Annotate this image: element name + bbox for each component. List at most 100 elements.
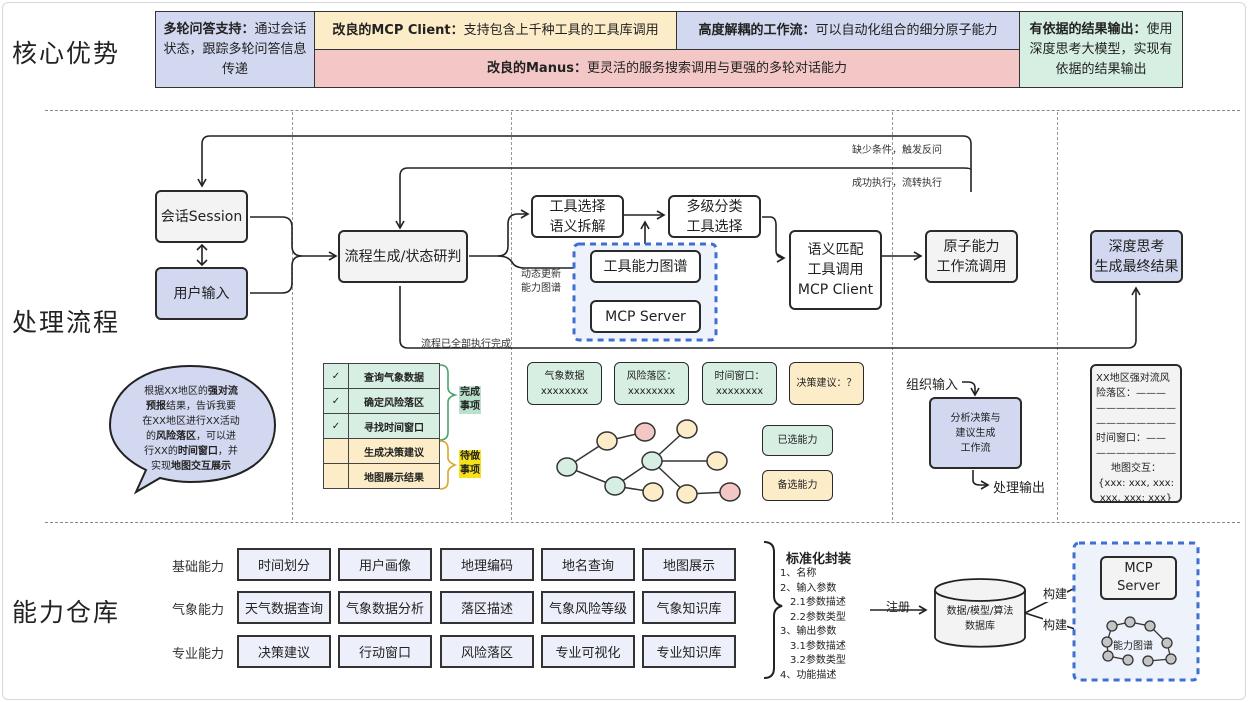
todo-label: 寻找时间窗口 [348, 413, 440, 439]
result-line: xxx, xxx: xxx} [1099, 493, 1173, 504]
organize-input-label: 组织输入 [906, 378, 959, 393]
mini-graph-node [1106, 620, 1118, 632]
capability-item[interactable]: 时间划分 [237, 548, 331, 581]
capability-item[interactable]: 决策建议 [237, 635, 331, 668]
check-icon: ✓ [323, 388, 349, 414]
capability-item[interactable]: 专业知识库 [642, 635, 736, 668]
lane-divider [1057, 112, 1058, 520]
advantage-workflow: 高度解耦的工作流：可以自动化组合的细分原子能力 [676, 11, 1020, 50]
standard-item: 3、输出参数 [780, 626, 837, 637]
database-label: 数据/模型/算法数据库 [946, 606, 1014, 632]
check-icon [323, 438, 349, 464]
tool-select-box[interactable]: 工具选择语义拆解 [531, 195, 624, 238]
lane-divider [511, 112, 512, 520]
result-line: ———————— [1096, 448, 1176, 459]
legend-candidate: 备选能力 [762, 470, 833, 501]
result-line: ———————— [1096, 418, 1176, 429]
advantage-manus: 改良的Manus：更灵活的服务搜索调用与更强的多轮对话能力 [314, 49, 1020, 88]
capability-item[interactable]: 气象知识库 [642, 591, 736, 624]
edge-organize-input [962, 381, 980, 397]
capability-node [642, 482, 664, 502]
capability-node [634, 422, 656, 442]
state-card: 决策建议：？ [789, 362, 864, 405]
state-card: 时间窗口：xxxxxxxx [702, 362, 777, 405]
capability-item[interactable]: 地理编码 [440, 548, 534, 581]
state-card: 风险落区：xxxxxxxx [614, 362, 689, 405]
mini-graph-node [1124, 616, 1136, 628]
capability-item[interactable]: 专业可视化 [541, 635, 635, 668]
capability-item[interactable]: 用户画像 [338, 548, 432, 581]
todo-label: 生成决策建议 [348, 438, 440, 464]
bubble-line: 预报结果，告诉我要 [146, 401, 236, 412]
edge-label-done: 流程已全部执行完成 [421, 339, 511, 350]
decision-workflow-box[interactable]: 分析决策与建议生成工作流 [929, 397, 1022, 469]
process-generation-box[interactable]: 流程生成/状态研判 [338, 230, 468, 283]
capability-node [556, 457, 578, 477]
check-icon: ✓ [323, 363, 349, 389]
standard-item: 2.2参数类型 [780, 611, 846, 623]
result-line: {xxx: xxx, xxx: [1098, 478, 1174, 489]
todo-table: ✓查询气象数据✓确定风险落区✓寻找时间窗口生成决策建议地图展示结果 [323, 363, 440, 489]
todo-row: ✓确定风险落区 [323, 388, 440, 414]
mini-graph-node [1161, 637, 1173, 649]
mini-graph-node [1165, 653, 1177, 665]
speech-bubble [108, 364, 277, 495]
deep-thinking-box[interactable]: 深度思考生成最终结果 [1090, 230, 1183, 283]
edge-session-process [250, 216, 338, 261]
capability-item[interactable]: 气象数据分析 [338, 591, 432, 624]
edge-label-missing: 缺少条件，触发反问 [852, 145, 942, 156]
standard-item: 4、功能描述 [780, 669, 837, 681]
mini-graph-node [1102, 650, 1114, 662]
result-card: XX地区强对流风险落区：———————————————————时间窗口：————… [1090, 364, 1182, 504]
standard-item: 2.1参数描述 [780, 597, 846, 608]
todo-row: ✓查询气象数据 [323, 363, 440, 389]
standard-title: 标准化封装 [786, 552, 852, 567]
pending-brace [439, 440, 458, 490]
standard-item: 1、名称 [780, 568, 817, 579]
bubble-line: 根据XX地区的强对流 [144, 386, 238, 397]
tool-graph-box[interactable]: 工具能力图谱 [590, 250, 701, 283]
capability-item[interactable]: 风险落区 [440, 635, 534, 668]
advantage-mcp-client: 改良的MCP Client：支持包含上千种工具的工具库调用 [314, 11, 677, 50]
mini-graph-node [1144, 620, 1156, 632]
result-line: 地图交互： [1111, 463, 1161, 474]
edge-done [399, 286, 1141, 349]
edge-missing-condition [197, 135, 972, 192]
capability-item[interactable]: 落区描述 [440, 591, 534, 624]
capability-node [676, 419, 698, 439]
legend-selected: 已选能力 [762, 425, 833, 456]
multi-class-box[interactable]: 多级分类工具选择 [668, 195, 761, 238]
advantage-grounded-output: 有依据的结果输出：使用深度思考大模型，实现有依据的结果输出 [1019, 11, 1183, 88]
capability-item[interactable]: 天气数据查询 [237, 591, 331, 624]
standard-item: 3.2参数类型 [780, 655, 846, 666]
capability-row-label: 基础能力 [172, 560, 225, 575]
edge-process-output [972, 470, 990, 490]
capability-item[interactable]: 气象风险等级 [541, 591, 635, 624]
capability-row-label: 气象能力 [172, 603, 225, 618]
result-line: 险落区：——— [1096, 388, 1166, 399]
capability-item[interactable]: 地图展示 [642, 548, 736, 581]
capability-item[interactable]: 行动窗口 [338, 635, 432, 668]
capability-node [604, 476, 626, 496]
edge-label-success: 成功执行，流转执行 [852, 178, 942, 189]
registry-graph-label: 能力图谱 [1113, 637, 1153, 652]
session-box[interactable]: 会话Session [155, 190, 248, 243]
section-title-advantages: 核心优势 [12, 39, 121, 68]
edge-label-update: 动态更新能力图谱 [521, 269, 561, 294]
mcp-server-box[interactable]: MCP Server [590, 300, 701, 333]
capability-node [641, 451, 663, 471]
todo-row: 生成决策建议 [323, 438, 440, 464]
done-label: 完成事项 [459, 386, 481, 414]
done-brace [439, 364, 458, 441]
capability-item[interactable]: 地名查询 [541, 548, 635, 581]
standard-item: 2、输入参数 [780, 582, 837, 594]
atomic-workflow-box[interactable]: 原子能力工作流调用 [925, 230, 1018, 283]
lane-divider [892, 112, 893, 520]
capability-node [719, 482, 741, 502]
user-input-box[interactable]: 用户输入 [155, 267, 248, 320]
bubble-line: 行XX的时间窗口，并 [144, 446, 238, 457]
mini-graph-node [1101, 636, 1113, 648]
